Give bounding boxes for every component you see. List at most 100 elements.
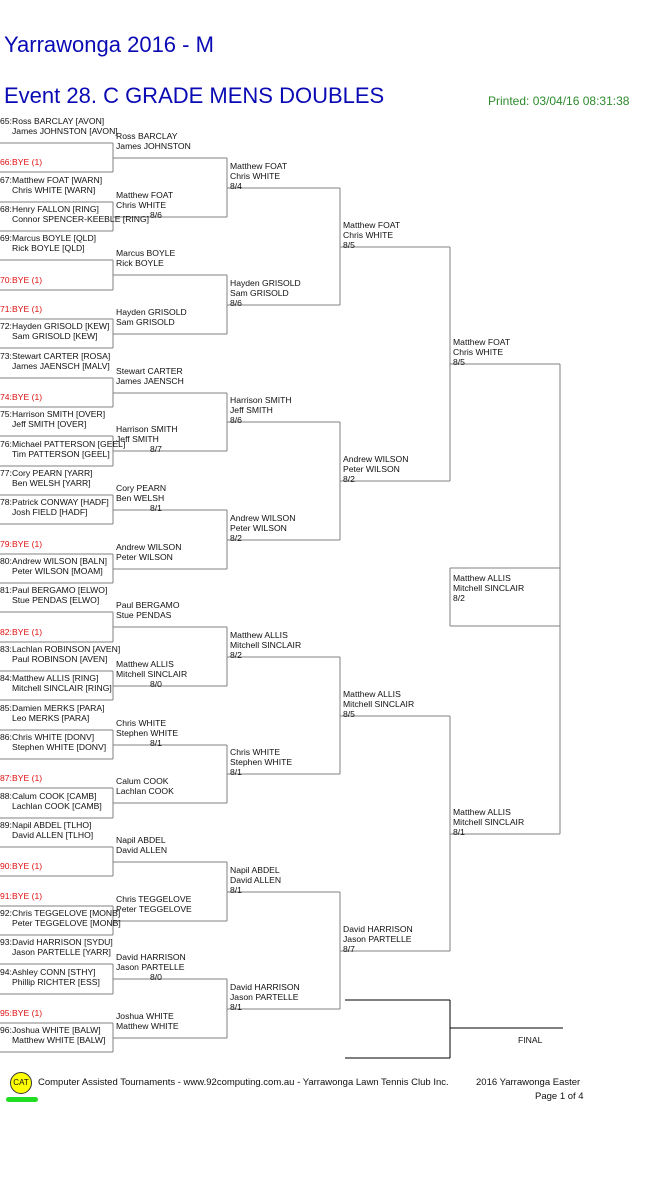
player-name: Hayden GRISOLD <box>116 307 187 317</box>
match-score: 8/1 <box>150 503 162 513</box>
player-name: Chris TEGGELOVE <box>116 894 192 904</box>
player-name: Matthew FOAT <box>343 220 401 230</box>
entry-number: 74: <box>0 392 12 402</box>
match-score: 8/6 <box>230 415 242 425</box>
player-name: Cory PEARN [YARR] <box>12 468 93 478</box>
player-name: Lachlan ROBINSON [AVEN] <box>12 644 121 654</box>
entry-number: 85: <box>0 703 12 713</box>
player-name: David HARRISON <box>343 924 413 934</box>
player-name: Peter TEGGELOVE <box>116 904 192 914</box>
bye-label: BYE (1) <box>12 891 43 901</box>
player-name: David HARRISON [SYDU] <box>12 937 113 947</box>
player-name: Phillip RICHTER [ESS] <box>12 977 100 987</box>
player-name: Chris WHITE [DONV] <box>12 732 95 742</box>
match-score: 8/1 <box>150 738 162 748</box>
entry-number: 70: <box>0 275 12 285</box>
player-name: Matthew FOAT [WARN] <box>12 175 103 185</box>
player-name: Peter WILSON <box>343 464 400 474</box>
player-name: Chris WHITE <box>116 718 167 728</box>
player-name: Cory PEARN <box>116 483 167 493</box>
player-name: David ALLEN <box>116 845 168 855</box>
bye-label: BYE (1) <box>12 157 43 167</box>
player-name: Paul ROBINSON [AVEN] <box>12 654 108 664</box>
player-name: Rick BOYLE <box>116 258 164 268</box>
player-name: Joshua WHITE <box>116 1011 174 1021</box>
player-name: Chris TEGGELOVE [MONB] <box>12 908 121 918</box>
match-score: 8/5 <box>453 357 465 367</box>
winner-name: Matthew ALLIS <box>453 573 511 583</box>
match-score: 8/5 <box>343 709 355 719</box>
entry-number: 78: <box>0 497 12 507</box>
cat-logo: CAT <box>10 1072 32 1094</box>
player-name: James JOHNSTON [AVON] <box>12 126 118 136</box>
player-name: Napil ABDEL <box>116 835 166 845</box>
player-name: Matthew FOAT <box>453 337 511 347</box>
player-name: Peter WILSON [MOAM] <box>12 566 103 576</box>
player-name: Sam GRISOLD <box>116 317 175 327</box>
player-name: Jeff SMITH <box>116 434 159 444</box>
player-name: Chris WHITE [WARN] <box>12 185 96 195</box>
player-name: Peter WILSON <box>116 552 173 562</box>
footer-page-number: Page 1 of 4 <box>535 1091 584 1102</box>
bye-label: BYE (1) <box>12 539 43 549</box>
winner-score: 8/2 <box>453 593 465 603</box>
player-name: Mitchell SINCLAIR <box>453 817 525 827</box>
player-name: Ben WELSH <box>116 493 165 503</box>
player-name: Connor SPENCER-KEEBLE [RING] <box>12 214 150 224</box>
entry-number: 93: <box>0 937 12 947</box>
player-name: Damien MERKS [PARA] <box>12 703 105 713</box>
player-name: Matthew ALLIS <box>343 689 401 699</box>
player-name: Lachlan COOK [CAMB] <box>12 801 102 811</box>
player-name: Chris WHITE <box>230 171 281 181</box>
player-name: Harrison SMITH <box>116 424 178 434</box>
entry-number: 65: <box>0 116 12 126</box>
entry-number: 77: <box>0 468 12 478</box>
player-name: Henry FALLON [RING] <box>12 204 99 214</box>
match-score: 8/6 <box>230 298 242 308</box>
player-name: David HARRISON <box>116 952 186 962</box>
player-name: Andrew WILSON <box>343 454 409 464</box>
player-name: Harrison SMITH <box>230 395 292 405</box>
match-score: 8/1 <box>230 767 242 777</box>
player-name: Jeff SMITH [OVER] <box>12 419 87 429</box>
player-name: Matthew ALLIS <box>453 807 511 817</box>
match-score: 8/1 <box>230 1002 242 1012</box>
player-name: Mitchell SINCLAIR <box>343 699 415 709</box>
winner-name: Mitchell SINCLAIR <box>453 583 525 593</box>
player-name: Andrew WILSON <box>116 542 182 552</box>
entry-number: 79: <box>0 539 12 549</box>
event-title: Event 28. C GRADE MENS DOUBLES <box>4 83 385 108</box>
player-name: Marcus BOYLE [QLD] <box>12 233 97 243</box>
entry-number: 68: <box>0 204 12 214</box>
player-name: Hayden GRISOLD <box>230 278 301 288</box>
player-name: Matthew ALLIS <box>230 630 288 640</box>
tournament-title: Yarrawonga 2016 - M <box>4 32 214 57</box>
entry-number: 87: <box>0 773 12 783</box>
player-name: Ross BARCLAY [AVON] <box>12 116 105 126</box>
player-name: Ashley CONN [STHY] <box>12 967 96 977</box>
bye-label: BYE (1) <box>12 773 43 783</box>
player-name: Chris WHITE <box>453 347 504 357</box>
player-name: Calum COOK [CAMB] <box>12 791 97 801</box>
player-name: Josh FIELD [HADF] <box>12 507 88 517</box>
player-name: Sam GRISOLD <box>230 288 289 298</box>
player-name: Andrew WILSON <box>230 513 296 523</box>
match-score: 8/0 <box>150 972 162 982</box>
entry-number: 72: <box>0 321 12 331</box>
player-name: Matthew WHITE <box>116 1021 179 1031</box>
player-name: Stue PENDAS [ELWO] <box>12 595 100 605</box>
player-name: Jason PARTELLE <box>116 962 185 972</box>
match-score: 8/1 <box>230 885 242 895</box>
entry-number: 94: <box>0 967 12 977</box>
player-name: David ALLEN <box>230 875 282 885</box>
entry-number: 92: <box>0 908 12 918</box>
player-name: Stue PENDAS <box>116 610 172 620</box>
match-score: 8/0 <box>150 679 162 689</box>
bye-label: BYE (1) <box>12 1008 43 1018</box>
match-score: 8/7 <box>343 944 355 954</box>
player-name: Stephen WHITE [DONV] <box>12 742 107 752</box>
match-score: 8/7 <box>150 444 162 454</box>
match-score: 8/5 <box>343 240 355 250</box>
entry-number: 67: <box>0 175 12 185</box>
player-name: Chris WHITE <box>116 200 167 210</box>
